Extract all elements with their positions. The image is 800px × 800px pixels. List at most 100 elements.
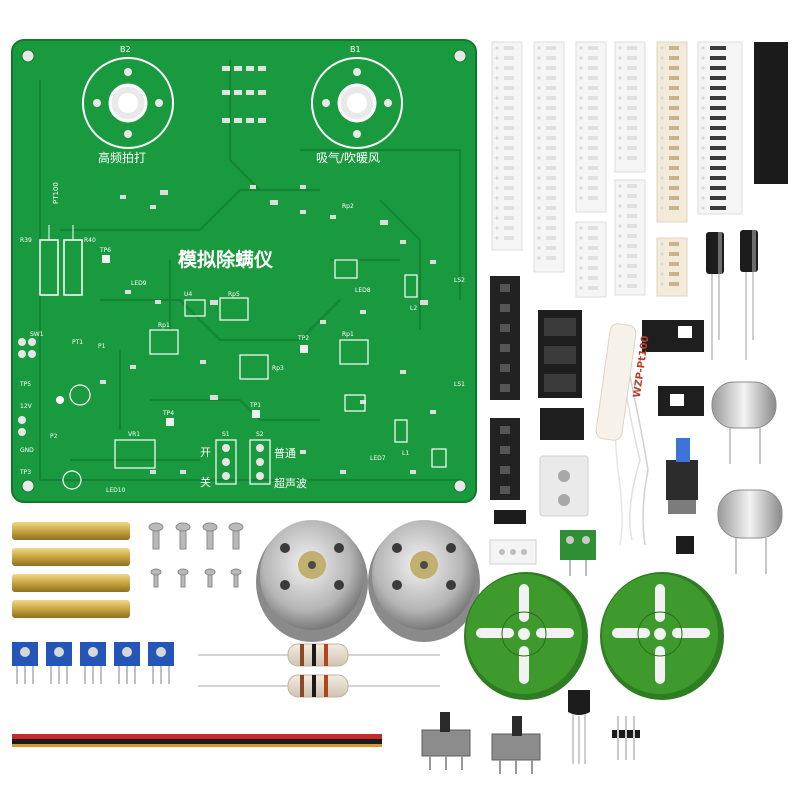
smd-part <box>627 264 637 268</box>
smd-part <box>710 196 726 200</box>
tape-hole <box>537 46 541 50</box>
smd-part <box>504 66 514 70</box>
smd-part <box>669 156 679 160</box>
tape-hole <box>579 116 583 120</box>
label-p1: P1 <box>98 343 106 350</box>
tape-hole <box>579 146 583 150</box>
smd-part <box>588 176 598 180</box>
tape-hole <box>579 56 583 60</box>
smd-part <box>546 236 556 240</box>
label-tp6: TP6 <box>99 247 111 254</box>
smd-part <box>588 146 598 150</box>
label-tp1: TP1 <box>249 402 261 409</box>
smd-part <box>710 76 726 80</box>
smd-part <box>588 276 598 280</box>
tape-hole <box>495 46 499 50</box>
smd-part <box>588 186 598 190</box>
smd-part <box>546 106 556 110</box>
label-l2: L2 <box>410 305 417 312</box>
smd-part <box>546 156 556 160</box>
label-mode-normal: 普通 <box>274 446 296 460</box>
smd-part <box>710 136 726 140</box>
tape-hole <box>660 136 664 140</box>
tape-hole <box>579 236 583 240</box>
tape-hole <box>537 146 541 150</box>
smd-part <box>627 66 637 70</box>
tape-hole <box>537 86 541 90</box>
tape-hole <box>495 196 499 200</box>
tape-hole <box>537 246 541 250</box>
smd-part <box>669 176 679 180</box>
tape-hole <box>701 206 705 210</box>
smd-part <box>504 146 514 150</box>
smd-part <box>546 86 556 90</box>
smd-part <box>627 214 637 218</box>
tape-hole <box>618 56 622 60</box>
tape-hole <box>537 206 541 210</box>
tape-hole <box>495 236 499 240</box>
smd-part <box>588 86 598 90</box>
label-tp5: TP5 <box>19 381 31 388</box>
label-b1: B1 <box>350 45 361 54</box>
tape-hole <box>660 76 664 80</box>
smd-part <box>627 244 637 248</box>
tape-hole <box>660 166 664 170</box>
smd-part <box>669 252 679 256</box>
smd-part <box>627 156 637 160</box>
smd-part <box>504 56 514 60</box>
tape-hole <box>660 196 664 200</box>
tape-hole <box>495 206 499 210</box>
tape-hole <box>495 56 499 60</box>
smd-part <box>504 76 514 80</box>
tape-hole <box>495 186 499 190</box>
smd-part <box>627 86 637 90</box>
tape-hole <box>701 176 705 180</box>
smd-part <box>546 116 556 120</box>
tape-hole <box>537 56 541 60</box>
smd-part <box>669 272 679 276</box>
smd-part <box>504 126 514 130</box>
smd-part <box>710 166 726 170</box>
tape-hole <box>579 226 583 230</box>
tape-hole <box>618 264 622 268</box>
tape-hole <box>618 46 622 50</box>
tape-hole <box>618 106 622 110</box>
electrolytic-capacitors <box>706 230 758 360</box>
smd-part <box>504 196 514 200</box>
smd-part <box>627 96 637 100</box>
tape-hole <box>660 66 664 70</box>
tape-hole <box>701 126 705 130</box>
led-pad-cluster <box>222 66 266 123</box>
tape-hole <box>618 254 622 258</box>
tape-hole <box>537 96 541 100</box>
smd-part <box>546 246 556 250</box>
smd-part <box>710 146 726 150</box>
smd-part <box>669 96 679 100</box>
tape-hole <box>579 286 583 290</box>
tape-hole <box>495 226 499 230</box>
tape-hole <box>701 196 705 200</box>
smd-part <box>588 126 598 130</box>
smd-part <box>669 46 679 50</box>
tape-hole <box>701 146 705 150</box>
label-mode-ultrasonic: 超声波 <box>274 476 307 490</box>
tape-hole <box>537 76 541 80</box>
smd-part <box>588 136 598 140</box>
tape-hole <box>579 186 583 190</box>
smd-part <box>546 166 556 170</box>
smd-part <box>504 46 514 50</box>
smd-part <box>546 256 556 260</box>
smd-part <box>588 266 598 270</box>
tape-hole <box>579 276 583 280</box>
tape-hole <box>618 146 622 150</box>
tape-hole <box>701 156 705 160</box>
smd-part <box>669 86 679 90</box>
smd-part <box>546 76 556 80</box>
smd-part <box>627 254 637 258</box>
smd-part <box>710 86 726 90</box>
smd-part <box>504 236 514 240</box>
smd-part <box>669 136 679 140</box>
label-led7: LED7 <box>370 455 386 462</box>
smd-part <box>588 236 598 240</box>
smd-part <box>588 256 598 260</box>
